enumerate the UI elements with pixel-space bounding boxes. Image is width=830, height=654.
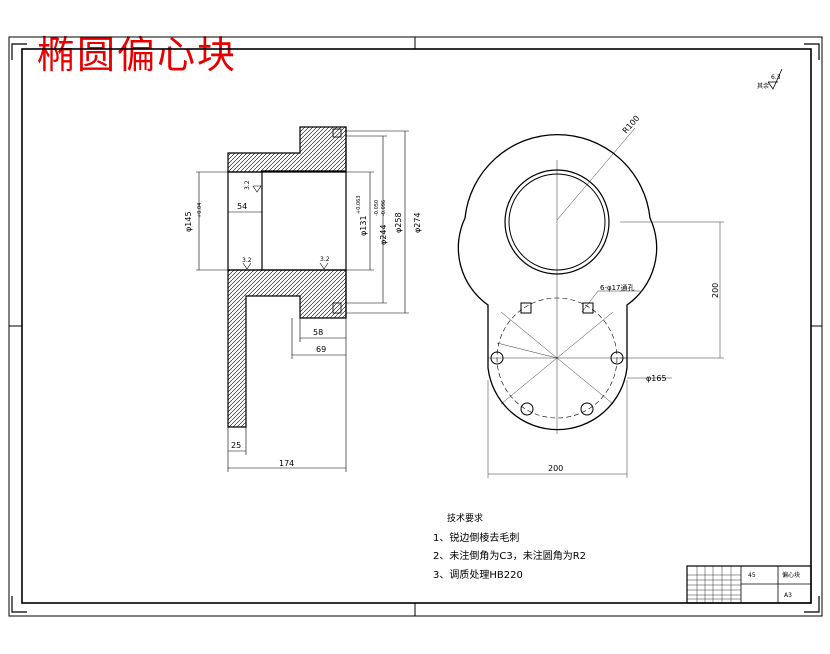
tech-heading: 技术要求 [447,512,483,524]
dim-d244: φ244 [379,224,388,245]
dim-d131-tol: +0.063 [356,195,362,214]
title-block-scale: A3 [784,592,792,599]
dim-d145-tol: +0.04 [197,203,203,218]
section-hatch-lower [227,269,347,428]
roughness-general: 其余 6.3 [757,68,783,90]
title-block [686,565,812,604]
dim-h200: 200 [548,464,563,473]
dim-d131: φ131 [359,215,368,236]
section-view: φ145 +0.04 54 φ131 +0.063 φ244 -0.050 -0… [184,126,422,472]
tech-item-3: 3、调质处理HB220 [433,569,523,581]
tech-item-1: 1、锐边倒棱去毛刺 [433,531,519,544]
outer-profile [457,133,658,431]
dim-len58: 58 [313,328,323,337]
dim-len54: 54 [237,202,247,211]
title-block-material: 45 [748,572,756,579]
dim-pcd: φ165 [646,374,667,383]
dim-d274: φ274 [413,212,422,233]
sheet-border [8,36,823,617]
drawing-title: 椭圆偏心块 [37,33,238,77]
dim-holes: 6-φ17通孔 [600,283,635,292]
dim-d244-tol: -0.050 [374,200,380,216]
section-hatch-upper [227,126,347,173]
dim-len174: 174 [279,459,294,468]
tech-requirements: 技术要求 1、锐边倒棱去毛刺 2、未注倒角为C3，未注圆角为R2 3、调质处理H… [433,512,586,581]
dim-len25: 25 [231,441,241,450]
front-view: R100 6-φ17通孔 200 200 φ165 [457,114,724,478]
dim-v200: 200 [711,283,720,298]
tech-item-2: 2、未注倒角为C3，未注圆角为R2 [433,549,586,562]
dim-len69: 69 [316,345,326,354]
dim-d244-tol2: -0.096 [381,200,387,216]
dim-d258: φ258 [394,212,403,233]
dim-r100: R100 [621,114,642,136]
roughness-value: 6.3 [771,74,781,81]
roughness-mark: 3.2 [244,180,251,190]
title-block-name: 偏心块 [782,571,800,579]
dim-d145: φ145 [184,211,193,232]
roughness-mark: 3.2 [242,257,252,264]
roughness-other-label: 其余 [757,82,769,90]
roughness-mark: 3.2 [320,256,330,263]
